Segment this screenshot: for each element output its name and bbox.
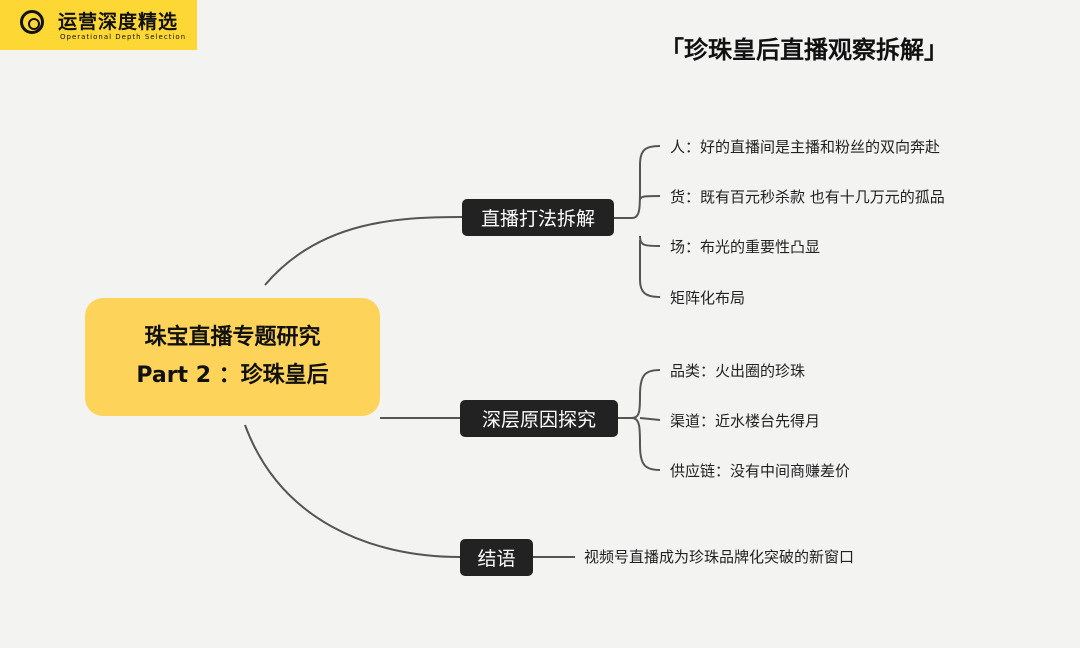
branch-conclusion: 结语 [460, 539, 533, 576]
logo: 运营深度精选 Operational Depth Selection [0, 0, 197, 50]
leaf-item: 品类：火出圈的珍珠 [670, 362, 806, 380]
leaf-item: 供应链：没有中间商赚差价 [670, 462, 851, 480]
central-topic: 珠宝直播专题研究 Part 2 ：珍珠皇后 [85, 298, 380, 416]
branch-strategy: 直播打法拆解 [462, 199, 614, 236]
central-topic-line1: 珠宝直播专题研究 [144, 325, 321, 350]
logo-icon [20, 10, 44, 34]
central-topic-line2: Part 2 ：珍珠皇后 [136, 363, 329, 388]
leaf-item: 货：既有百元秒杀款 也有十几万元的孤品 [670, 188, 945, 206]
logo-name: 运营深度精选 [58, 11, 179, 33]
leaf-item: 场：布光的重要性凸显 [670, 238, 821, 256]
leaf-item: 视频号直播成为珍珠品牌化突破的新窗口 [584, 548, 855, 566]
leaf-item: 人：好的直播间是主播和粉丝的双向奔赴 [670, 138, 941, 156]
branch-reasons: 深层原因探究 [460, 400, 618, 437]
leaf-item: 矩阵化布局 [670, 289, 746, 307]
leaf-item: 渠道：近水楼台先得月 [670, 412, 821, 430]
page-title: 「珍珠皇后直播观察拆解」 [660, 36, 948, 64]
logo-subtitle: Operational Depth Selection [60, 33, 187, 41]
